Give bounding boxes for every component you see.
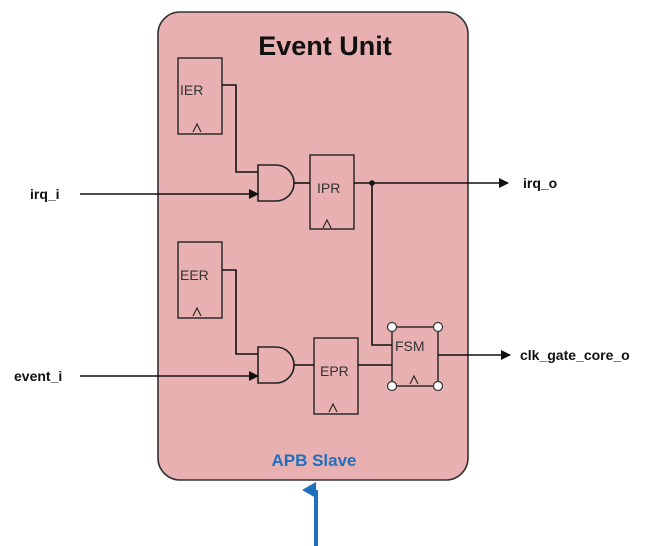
epr-register [313, 337, 359, 415]
fsm-label: FSM [395, 338, 425, 354]
irq-out-label: irq_o [523, 175, 557, 191]
eer-label: EER [180, 267, 209, 283]
ipr-label: IPR [317, 180, 340, 196]
eer-to-and-wire [222, 269, 258, 355]
ier-register [177, 57, 223, 135]
ipr-to-fsm-wire [371, 183, 392, 346]
ier-clock-icon [192, 122, 202, 133]
irq-in-label: irq_i [30, 186, 60, 202]
ipr-register [309, 154, 355, 230]
clk-gate-out-label: clk_gate_core_o [520, 347, 630, 363]
fsm-handle-top-right-icon [432, 321, 444, 333]
epr-clock-icon [328, 402, 338, 413]
apb-slave-label: APB Slave [271, 451, 356, 470]
ipr-clock-icon [322, 218, 332, 229]
eer-register [177, 241, 223, 319]
ier-label: IER [180, 82, 203, 98]
fsm-clock-icon [409, 374, 419, 385]
fsm-handle-bottom-left-icon [386, 380, 398, 392]
ier-to-and-wire [222, 84, 258, 173]
irq-and-gate-icon [257, 164, 295, 202]
event-in-label: event_i [14, 368, 62, 384]
fsm-handle-top-left-icon [386, 321, 398, 333]
event-and-gate-icon [257, 346, 295, 384]
fsm-block [391, 326, 439, 387]
fsm-handle-bottom-right-icon [432, 380, 444, 392]
epr-label: EPR [320, 363, 349, 379]
event-unit-title: Event Unit [258, 31, 392, 61]
eer-clock-icon [192, 306, 202, 317]
